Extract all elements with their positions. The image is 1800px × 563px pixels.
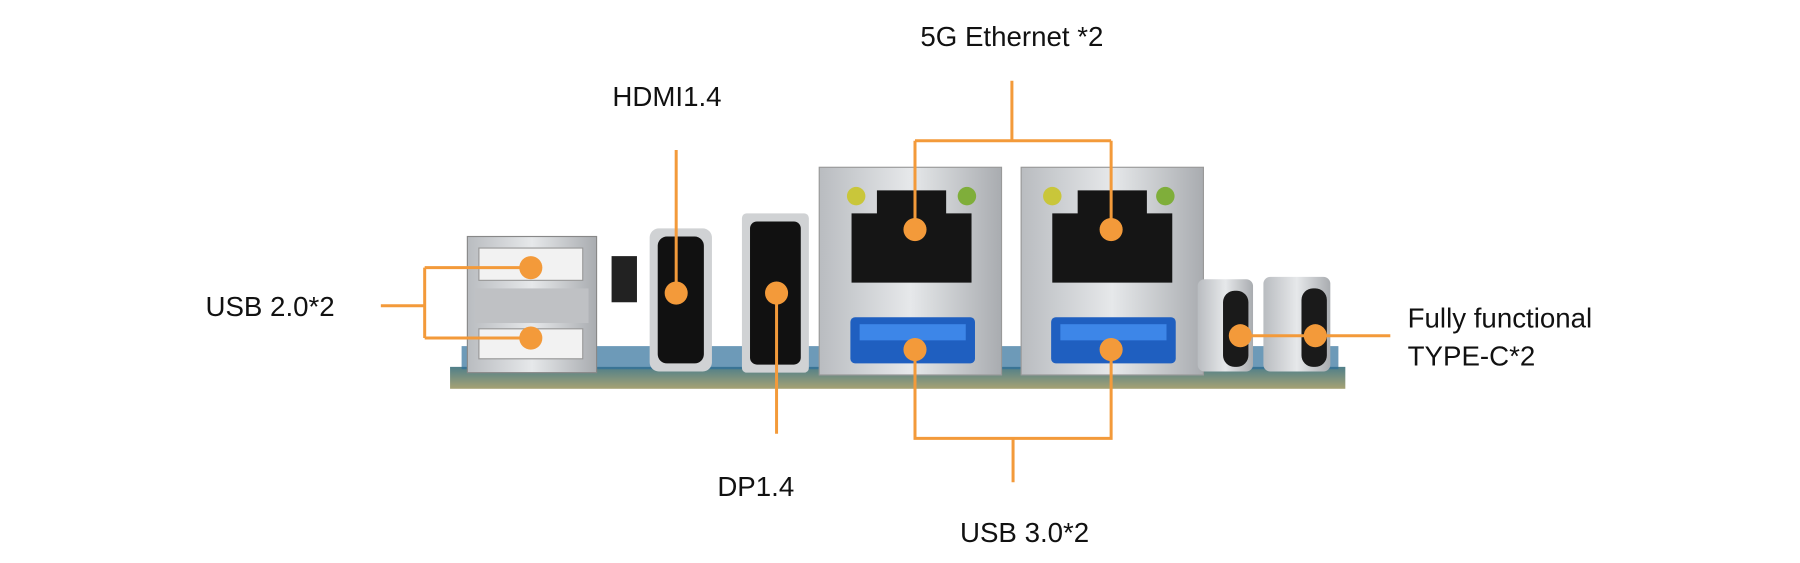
callout-usb3: USB 3.0*2 xyxy=(903,338,1123,548)
typec-ports xyxy=(1197,276,1331,372)
label-dp: DP1.4 xyxy=(717,471,794,502)
marker-dot xyxy=(1303,324,1327,348)
marker-dot xyxy=(765,281,789,305)
board-photo xyxy=(450,166,1346,389)
label-typec-line2: TYPE-C*2 xyxy=(1408,341,1536,372)
marker-dot xyxy=(1099,338,1123,362)
label-ethernet: 5G Ethernet *2 xyxy=(920,21,1103,52)
ethernet-usb3-block-2 xyxy=(1020,166,1204,376)
label-hdmi: HDMI1.4 xyxy=(612,81,721,112)
marker-dot xyxy=(1228,324,1252,348)
marker-dot xyxy=(664,281,688,305)
marker-dot xyxy=(903,338,927,362)
label-usb2: USB 2.0*2 xyxy=(205,291,334,322)
ethernet-usb3-block-1 xyxy=(818,166,1003,376)
callout-hdmi: HDMI1.4 xyxy=(612,81,722,305)
callout-usb2: USB 2.0*2 xyxy=(205,256,543,350)
callout-dp: DP1.4 xyxy=(717,281,794,502)
callout-ethernet: 5G Ethernet *2 xyxy=(903,21,1123,242)
label-usb3: USB 3.0*2 xyxy=(960,517,1089,548)
label-typec-line1: Fully functional xyxy=(1408,303,1593,334)
marker-dot xyxy=(519,256,543,280)
marker-dot xyxy=(903,218,927,242)
marker-dot xyxy=(519,326,543,350)
callout-typec: Fully functional TYPE-C*2 xyxy=(1228,303,1593,372)
marker-dot xyxy=(1099,218,1123,242)
